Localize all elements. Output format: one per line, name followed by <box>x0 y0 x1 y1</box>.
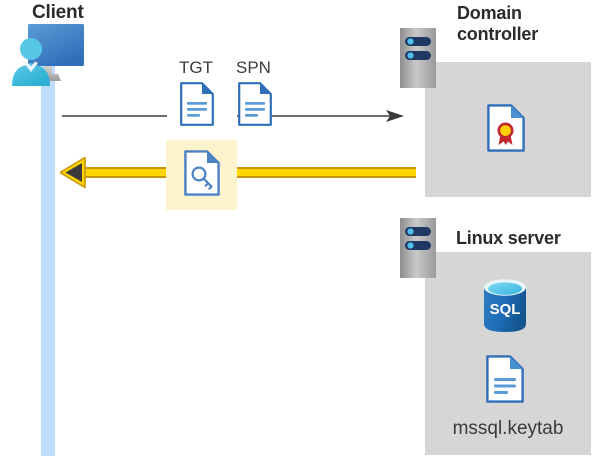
tgt-label: TGT <box>179 58 213 77</box>
tgt-document-icon <box>180 82 214 126</box>
spn-document-icon <box>238 82 272 126</box>
response-arrow-line-right <box>236 167 416 178</box>
linux-server-icon <box>400 218 436 278</box>
client-workstation-icon <box>12 24 84 86</box>
response-arrow-line-left <box>78 167 168 178</box>
certificate-document-icon <box>487 104 525 152</box>
domain-controller-server-icon <box>400 28 436 88</box>
linux-server-title: Linux server <box>456 228 561 248</box>
spn-label: SPN <box>236 58 271 77</box>
sql-database-icon: SQL <box>484 279 526 332</box>
client-title: Client <box>32 2 84 23</box>
keytab-document-icon <box>486 355 524 403</box>
client-lifeline <box>41 62 55 456</box>
sql-label: SQL <box>490 301 521 318</box>
keytab-filename-label: mssql.keytab <box>452 418 564 439</box>
response-arrow-head-icon <box>60 157 86 188</box>
key-document-icon <box>184 150 220 196</box>
request-arrow-line-right <box>237 115 390 117</box>
domain-controller-title: Domain controller <box>457 3 539 45</box>
request-arrow-head-icon <box>386 110 404 122</box>
request-arrow-line-left <box>62 115 167 117</box>
